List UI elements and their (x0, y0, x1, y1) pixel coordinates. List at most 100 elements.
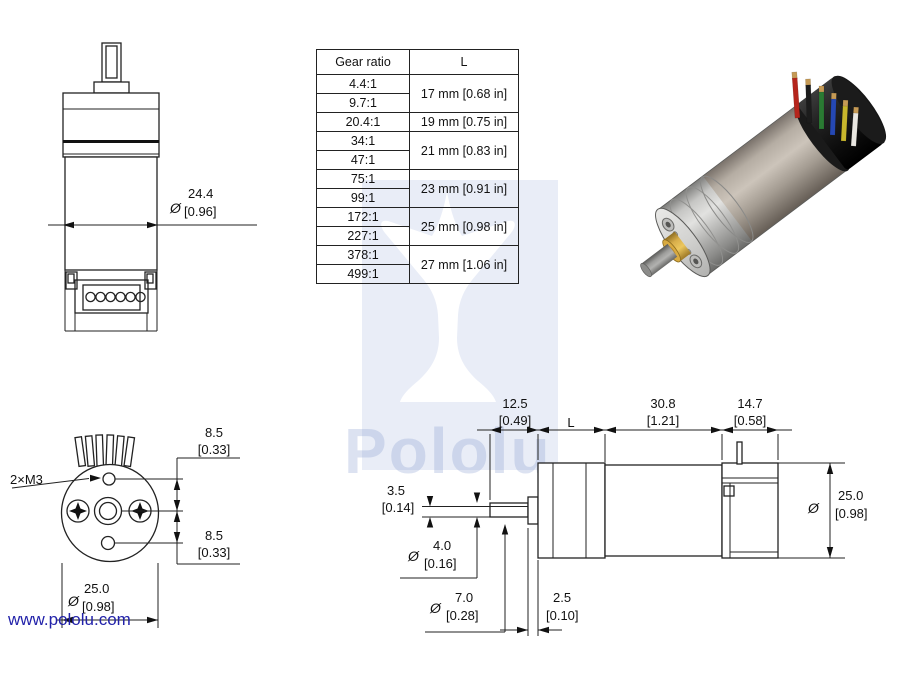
dim-3-5-mm: 3.5 (387, 483, 405, 498)
wire-yellow (840, 99, 849, 142)
shaft-boss (527, 496, 539, 525)
gear-ratio-cell: 34:1 (316, 131, 410, 151)
gear-ratio-cell: 227:1 (316, 226, 410, 246)
front-view-diameter-dimension: Ø 24.4 [0.96] (48, 186, 257, 229)
gearbox-front (62, 92, 160, 158)
dim-25-0-mm: 25.0 (838, 488, 863, 503)
dim-2-5-in: [0.10] (546, 608, 579, 623)
gear-ratio-cell: 20.4:1 (316, 112, 410, 132)
gearbox-ring (685, 186, 740, 254)
gear-ratio-cell: 9.7:1 (316, 93, 410, 113)
gearbox-body-seam (700, 175, 754, 243)
length-header: L (409, 49, 519, 75)
boss-diameter-dimension: Ø 7.0 [0.28] (425, 524, 509, 633)
diameter-symbol: Ø (169, 200, 182, 216)
gear-ratio-header: Gear ratio (316, 49, 410, 75)
dim-7-0-mm: 7.0 (455, 590, 473, 605)
output-shaft-inner (105, 45, 118, 79)
gearmotor-3d-body (640, 75, 887, 278)
gear-ratio-cell: 47:1 (316, 150, 410, 170)
dim-14-7-mm: 14.7 (737, 396, 762, 411)
dim-14-7-in: [0.58] (734, 413, 767, 428)
output-shaft (101, 42, 122, 83)
front-view-motor-outline (62, 42, 160, 332)
dim-8-5-bottom-mm: 8.5 (205, 528, 223, 543)
gear-ratio-table: Gear ratio L 4.4:1 17 mm [0.68 in] 9.7:1… (316, 49, 519, 284)
output-shaft (489, 502, 529, 518)
diameter-symbol: Ø (807, 500, 820, 516)
product-photo (640, 71, 887, 278)
gear-ratio-cell: 4.4:1 (316, 74, 410, 94)
shaft-boss (93, 81, 130, 94)
dim-24-4-mm: 24.4 (188, 186, 213, 201)
length-cell: 27 mm [1.06 in] (409, 245, 519, 284)
encoder-pin (736, 441, 743, 465)
thread-callout: 2×M3 (10, 472, 101, 489)
mounting-hole-bottom (100, 535, 116, 551)
face-screw-left (66, 499, 90, 523)
dim-2-5-mm: 2.5 (553, 590, 571, 605)
shaft-flat-dimension: 3.5 [0.14] (382, 483, 490, 528)
shaft-hole (98, 501, 118, 521)
wire-white (850, 106, 859, 147)
dim-25-0-in: [0.98] (835, 506, 868, 521)
dim-7-0-in: [0.28] (446, 608, 479, 623)
wire-green (818, 85, 825, 130)
shaft-bushing (93, 496, 123, 526)
end-view-diameter-dimension: Ø 25.0 [0.98] (57, 563, 159, 628)
encoder-wires (74, 434, 136, 468)
dim-12-5-mm: 12.5 (502, 396, 527, 411)
gear-ratio-cell: 499:1 (316, 264, 410, 284)
connector-pins (85, 291, 146, 303)
side-view-motor-outline (489, 441, 779, 559)
pololu-watermark-text: Pololu (344, 415, 552, 487)
thread-callout-text: 2×M3 (10, 472, 43, 487)
gear-ratio-cell: 378:1 (316, 245, 410, 265)
dim-30-8-mm: 30.8 (650, 396, 675, 411)
motor-diameter-dimension: Ø 25.0 [0.98] (778, 462, 868, 559)
boss-length-dimension: 2.5 [0.10] (500, 528, 579, 636)
wire-blue (829, 92, 837, 136)
dim-30-8-in: [1.21] (647, 413, 680, 428)
gear-ratio-cell: 75:1 (316, 169, 410, 189)
diameter-symbol: Ø (429, 600, 442, 616)
dim-8-5-top-in: [0.33] (198, 442, 231, 457)
gearbox (537, 462, 606, 559)
dim-12-5-in: [0.49] (499, 413, 532, 428)
dim-25-0-in: [0.98] (82, 599, 115, 614)
side-view-drawing: 12.5 [0.49] L 30.8 [1.21] 14.7 [0.58] Ø … (382, 396, 868, 636)
dim-25-0-mm: 25.0 (84, 581, 109, 596)
encoder-wires-3d (791, 71, 859, 147)
pololu-website-link[interactable]: www.pololu.com (8, 610, 131, 629)
front-view-drawing: Ø 24.4 [0.96] (48, 42, 257, 332)
dim-gearbox-length-label: L (567, 415, 574, 430)
length-dimensions: 12.5 [0.49] L 30.8 [1.21] 14.7 [0.58] (477, 396, 792, 500)
dim-24-4-in: [0.96] (184, 204, 217, 219)
motor-can (64, 156, 158, 271)
encoder-cap (721, 441, 779, 559)
dim-8-5-top-mm: 8.5 (205, 425, 223, 440)
end-view-drawing: 2×M3 8.5 [0.33] 8.5 [0.33] Ø (10, 425, 240, 628)
shaft-diameter-dimension: Ø 4.0 [0.16] (400, 492, 481, 579)
dim-4-0-mm: 4.0 (433, 538, 451, 553)
length-cell: 19 mm [0.75 in] (409, 112, 519, 132)
length-cell: 17 mm [0.68 in] (409, 74, 519, 113)
wire-black (805, 78, 813, 124)
face-outline (60, 463, 160, 563)
gear-ratio-cell: 172:1 (316, 207, 410, 227)
wire-red (791, 71, 801, 119)
motor-can (604, 464, 723, 557)
output-shaft-3d (640, 243, 678, 278)
diameter-symbol: Ø (67, 593, 80, 609)
length-cell: 21 mm [0.83 in] (409, 131, 519, 170)
gear-ratio-cell: 99:1 (316, 188, 410, 208)
end-view-motor-face (60, 434, 160, 563)
dim-3-5-in: [0.14] (382, 500, 415, 515)
dim-8-5-bottom-in: [0.33] (198, 545, 231, 560)
hole-spacing-dimensions: 8.5 [0.33] 8.5 [0.33] (115, 425, 240, 565)
diameter-symbol: Ø (407, 548, 420, 564)
length-cell: 25 mm [0.98 in] (409, 207, 519, 246)
length-cell: 23 mm [0.91 in] (409, 169, 519, 208)
dim-4-0-in: [0.16] (424, 556, 457, 571)
